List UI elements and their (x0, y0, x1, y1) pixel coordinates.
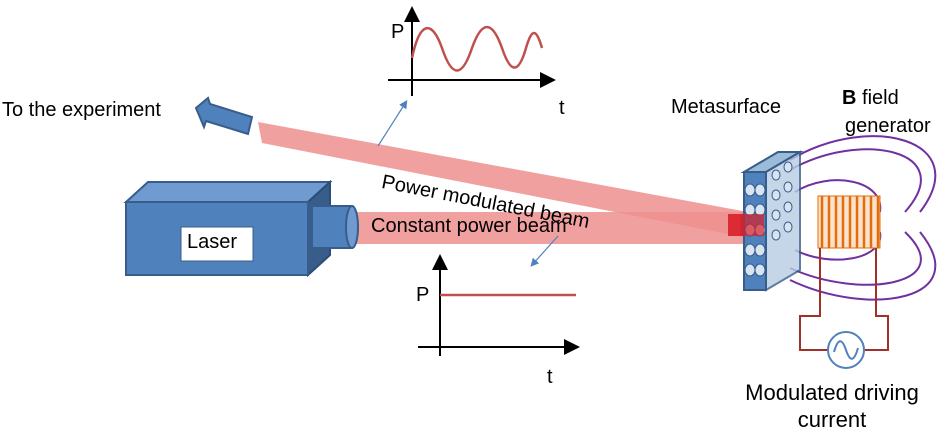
label-b-field: field (856, 87, 899, 109)
plot-bottom-x-label: t (547, 366, 553, 388)
label-current: current (797, 407, 867, 432)
pointer-top (377, 99, 408, 147)
arrow-left-icon (194, 96, 254, 136)
driving-circuit (799, 248, 889, 351)
ac-source-icon (827, 331, 865, 369)
laser-device (123, 179, 359, 278)
label-metasurface: Metasurface (671, 96, 782, 118)
label-generator: generator (845, 115, 931, 137)
label-laser: Laser (187, 231, 238, 253)
label-constant-power-beam: Constant power beam (371, 215, 567, 237)
b-field-coil (817, 195, 881, 249)
plot-top-y-label: P (391, 21, 405, 43)
label-to-experiment: To the experiment (2, 99, 161, 121)
label-b-bold: B (842, 87, 857, 109)
plot-bottom-y-label: P (416, 284, 430, 306)
pointer-bottom (530, 235, 559, 267)
plot-top (388, 6, 556, 96)
plot-bottom (418, 254, 580, 356)
constant-power-beam (352, 212, 748, 244)
plot-top-x-label: t (559, 97, 565, 119)
plot-top-signal (410, 26, 544, 72)
field-lines (789, 135, 937, 301)
label-modulated-driving: Modulated driving (745, 380, 919, 405)
power-modulated-beam (258, 122, 748, 238)
metasurface (740, 150, 804, 292)
label-b-field-generator: B field (842, 87, 899, 110)
